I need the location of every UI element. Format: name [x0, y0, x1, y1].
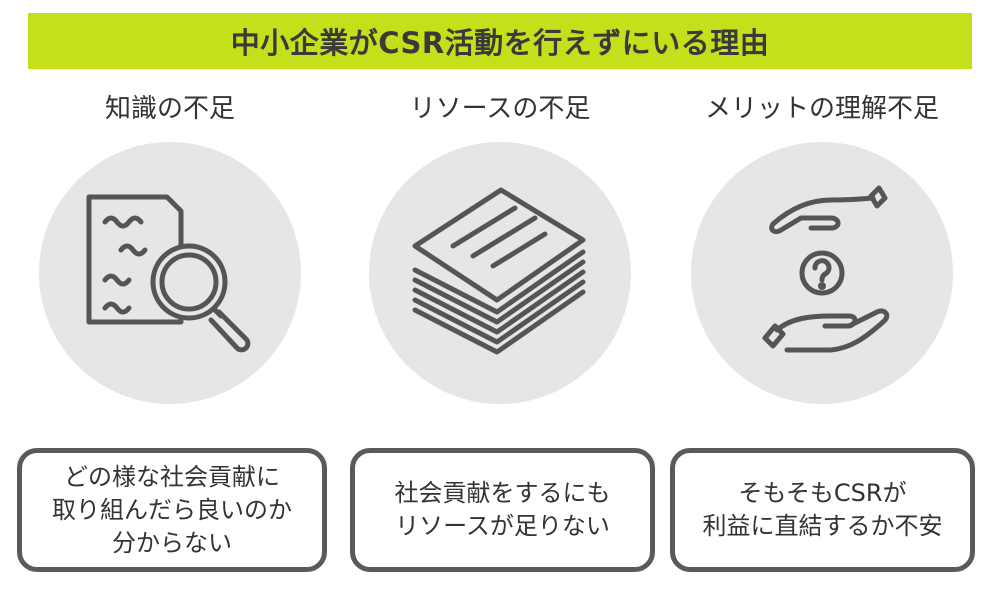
reason-box-knowledge: どの様な社会貢献に 取り組んだら良いのか 分からない	[17, 448, 327, 572]
reason-line: 取り組んだら良いのか	[52, 495, 292, 524]
heading-merit: メリットの理解不足	[704, 94, 939, 124]
reason-line: 社会貢献をするにも	[394, 479, 611, 507]
reason-box-resources: 社会貢献をするにも リソースが足りない	[350, 448, 655, 572]
paper-stack-icon	[412, 187, 586, 355]
heading-knowledge: 知識の不足	[104, 94, 235, 124]
hands-question-icon	[762, 185, 890, 353]
reason-box-merit: そもそもCSRが 利益に直結するか不安	[670, 448, 975, 572]
reason-line: 分からない	[112, 528, 232, 557]
icon-circle-merit	[691, 142, 953, 404]
reason-line: リソースが足りない	[395, 512, 610, 540]
page-title: 中小企業がCSR活動を行えずにいる理由	[230, 26, 770, 60]
reason-line: どの様な社会貢献に	[64, 462, 280, 491]
reason-line: 利益に直結するか不安	[702, 512, 943, 540]
heading-resources: リソースの不足	[409, 94, 591, 124]
icon-circle-resources	[369, 142, 631, 404]
icon-circle-knowledge	[39, 142, 301, 404]
reason-line: そもそもCSRが	[738, 479, 907, 507]
document-magnifier-icon	[86, 194, 251, 353]
title-banner: 中小企業がCSR活動を行えずにいる理由	[28, 13, 972, 69]
